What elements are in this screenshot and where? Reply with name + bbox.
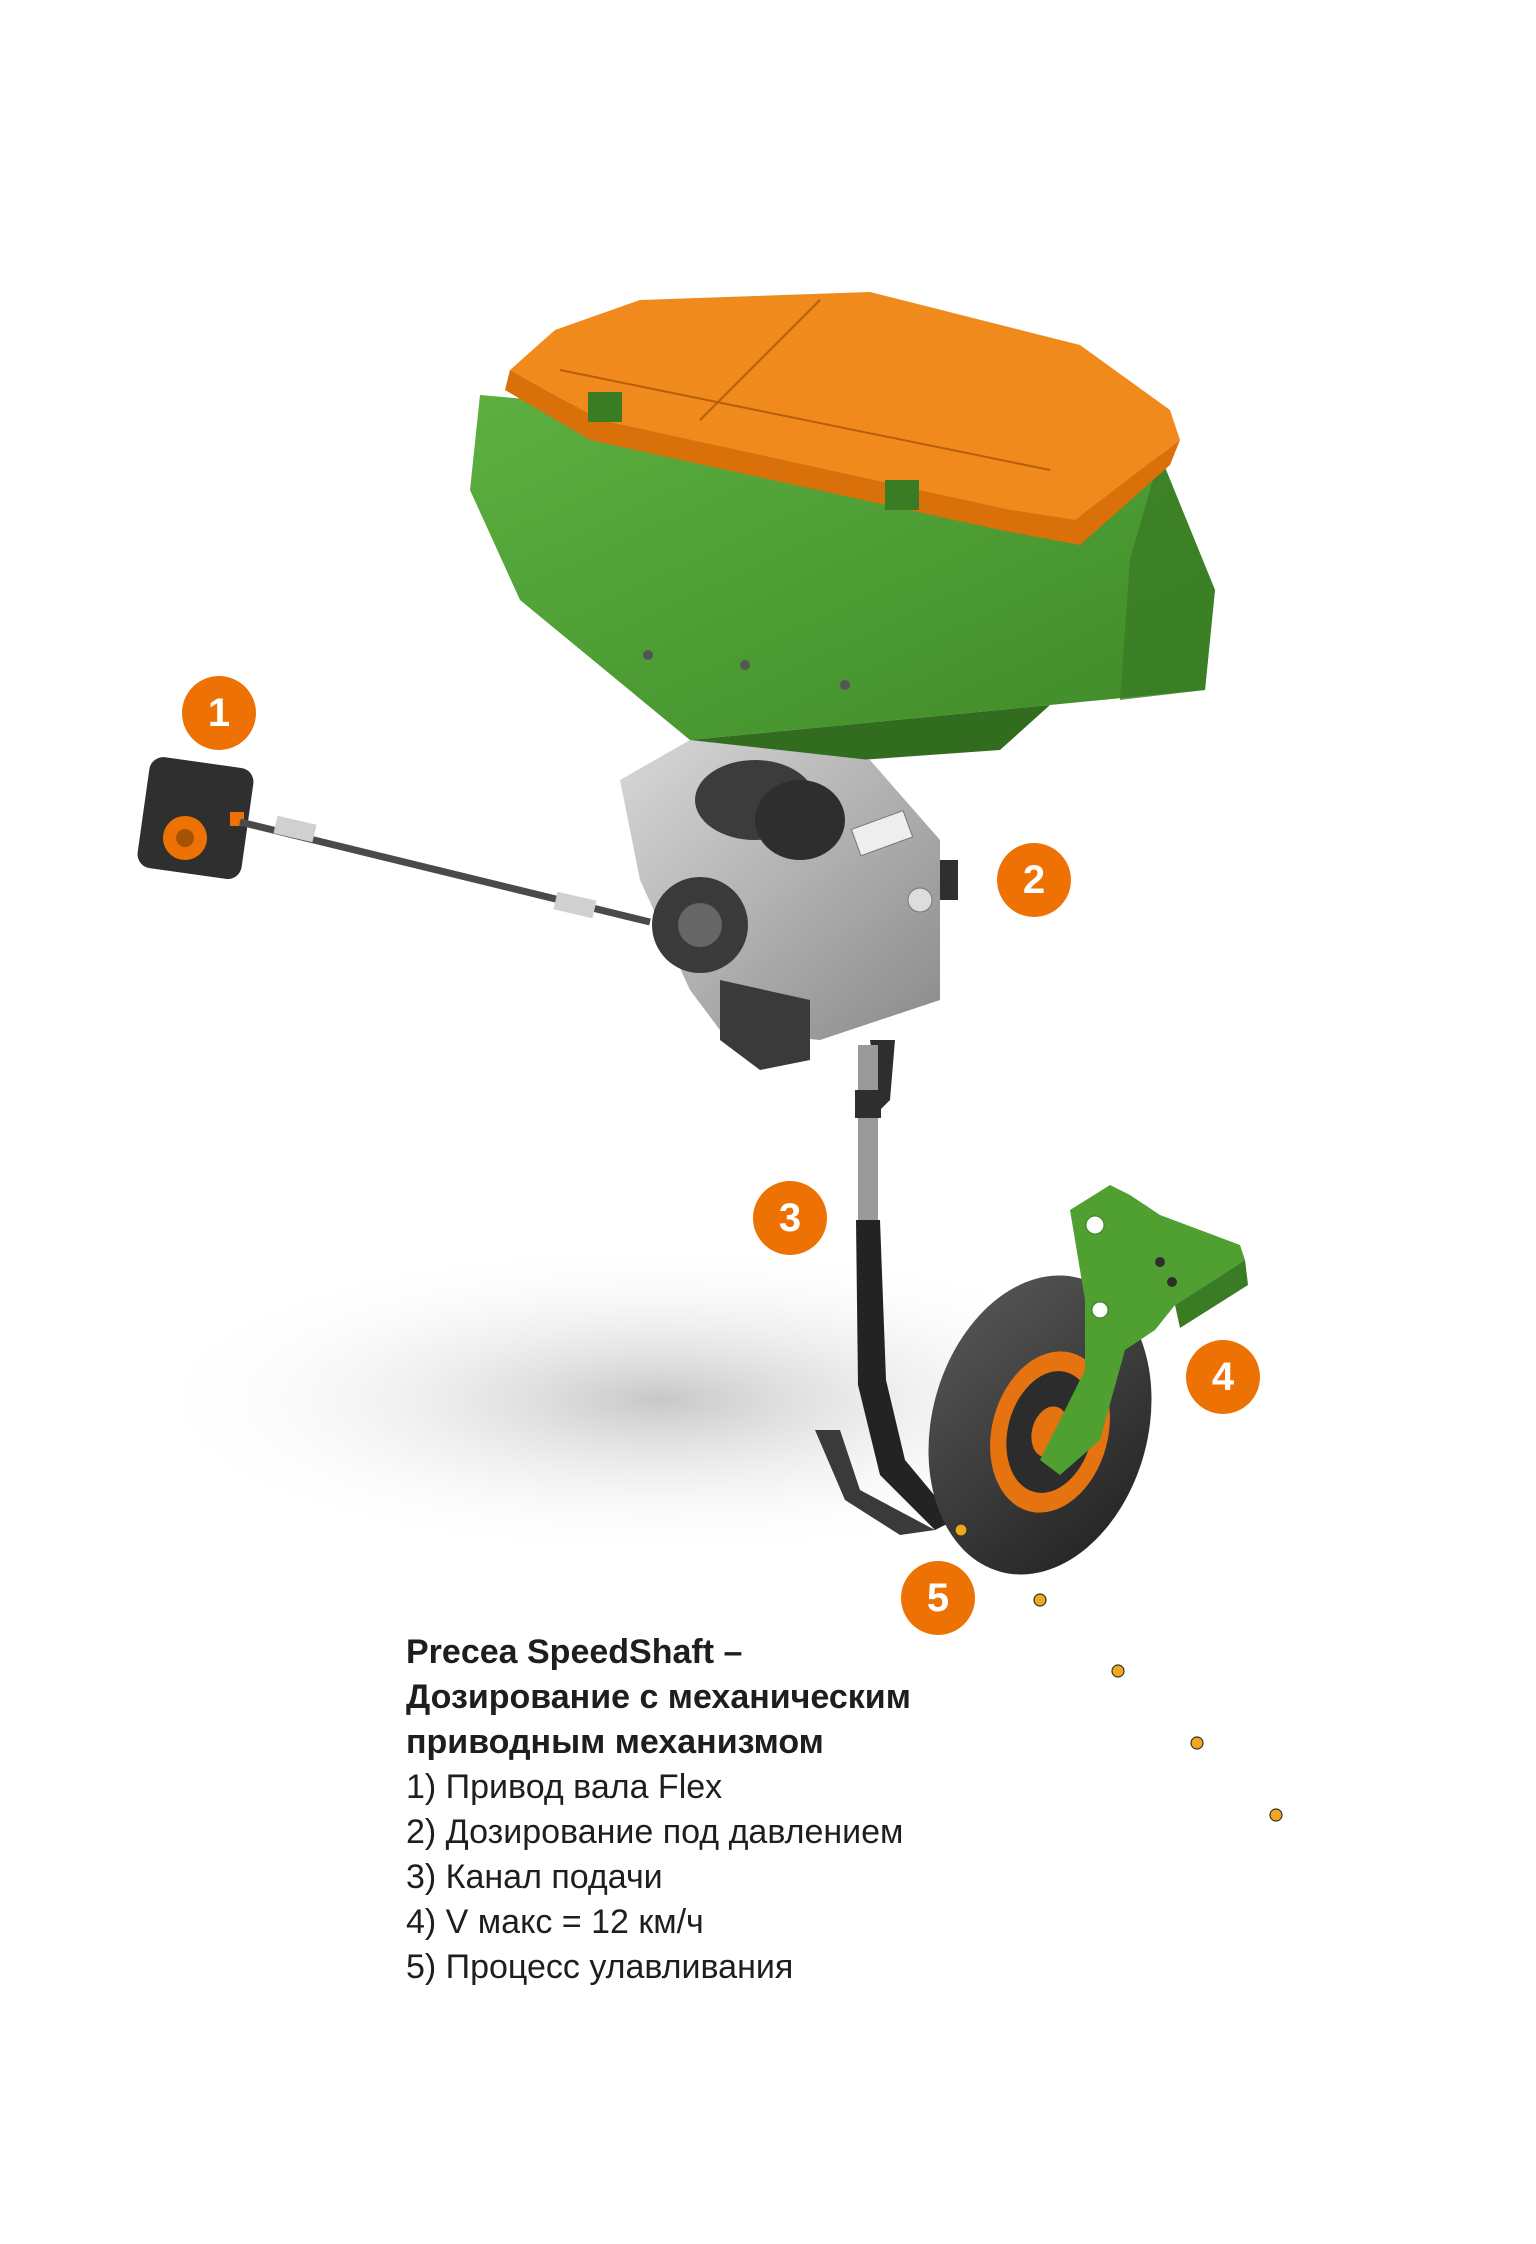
- callout-marker-5: 5: [901, 1561, 975, 1635]
- seed-hopper: [470, 292, 1215, 770]
- caption-item: 5) Процесс улавливания: [406, 1948, 794, 1986]
- caption-item: 1) Привод вала Flex: [406, 1768, 723, 1806]
- caption-block: Precea SpeedShaft – Дозирование с механи…: [406, 1630, 1106, 1990]
- caption-title-line: приводным механизмом: [406, 1723, 824, 1761]
- caption-title-line: Precea SpeedShaft –: [406, 1633, 743, 1671]
- flex-shaft-drive: [137, 757, 651, 926]
- delivery-channel: [815, 1040, 955, 1535]
- metering-unit: [620, 740, 958, 1070]
- caption-item: 2) Дозирование под давлением: [406, 1813, 904, 1851]
- seed-dot: [1269, 1808, 1283, 1822]
- seed-dot: [954, 1523, 968, 1537]
- callout-marker-2: 2: [997, 843, 1071, 917]
- caption-item: 4) V макс = 12 км/ч: [406, 1903, 704, 1941]
- caption-item: 3) Канал подачи: [406, 1858, 663, 1896]
- seed-dot: [1033, 1593, 1047, 1607]
- callout-marker-1: 1: [182, 676, 256, 750]
- callout-marker-3: 3: [753, 1181, 827, 1255]
- caption-title-line: Дозирование с механическим: [406, 1678, 911, 1716]
- seed-dot: [1111, 1664, 1125, 1678]
- seed-dots: [954, 1523, 1283, 1822]
- callout-marker-4: 4: [1186, 1340, 1260, 1414]
- wheel-arm: [1040, 1185, 1248, 1475]
- seed-dot: [1190, 1736, 1204, 1750]
